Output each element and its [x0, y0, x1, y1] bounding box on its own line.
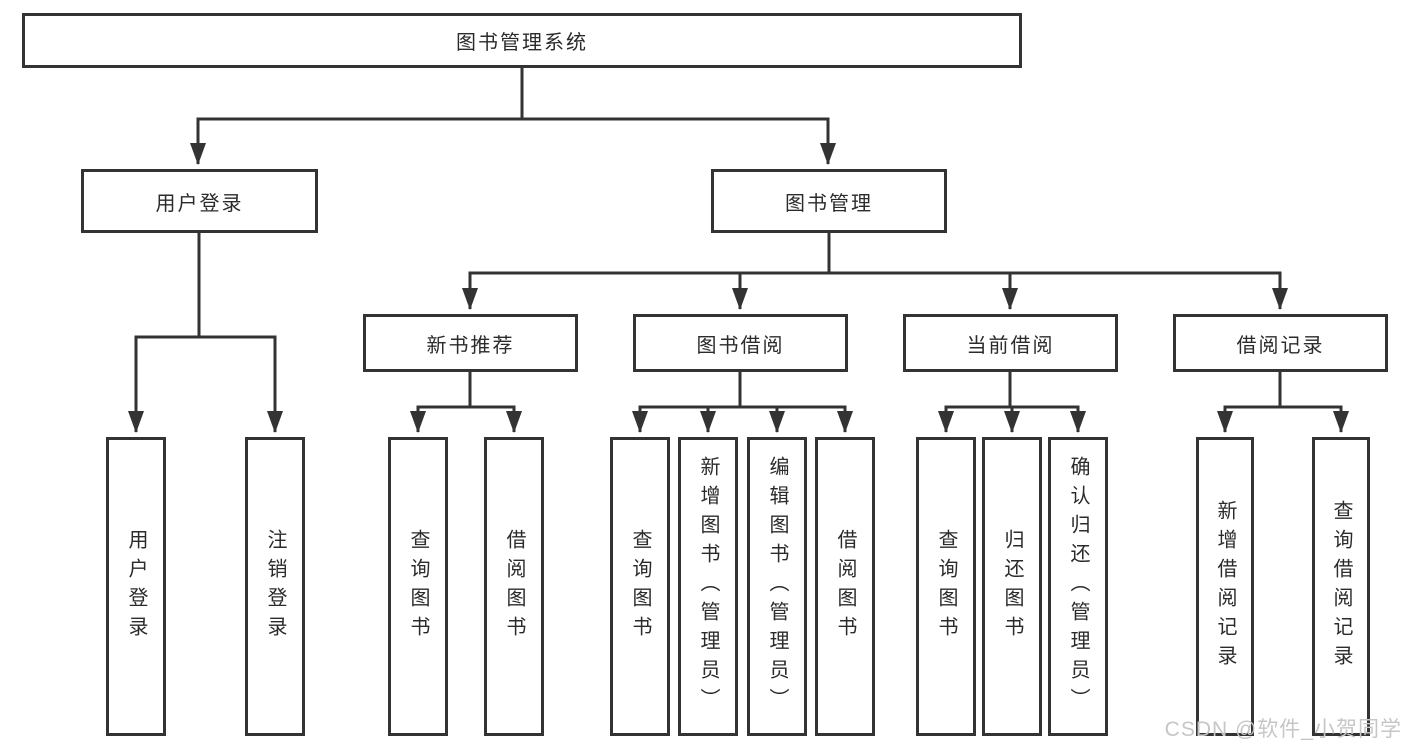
csdn-watermark: CSDN @软件_小贺同学 — [1164, 718, 1402, 741]
leaf-confirm-return-admin: 确认归还（管理员） — [1048, 437, 1108, 736]
leaf-add-book-admin: 新增图书（管理员） — [678, 437, 738, 736]
node-new-book-recommendation: 新书推荐 — [363, 314, 578, 372]
leaf-query-books-borrowing: 查询图书 — [610, 437, 670, 736]
leaf-query-books-current: 查询图书 — [916, 437, 976, 736]
leaf-return-books: 归还图书 — [982, 437, 1042, 736]
leaf-borrow-books-borrowing: 借阅图书 — [815, 437, 875, 736]
leaf-query-borrow-record: 查询借阅记录 — [1312, 437, 1370, 736]
node-book-management: 图书管理 — [711, 169, 947, 233]
leaf-add-borrow-record: 新增借阅记录 — [1196, 437, 1254, 736]
leaf-logout: 注销登录 — [245, 437, 305, 736]
node-current-borrowing: 当前借阅 — [903, 314, 1118, 372]
leaf-user-login: 用户登录 — [106, 437, 166, 736]
node-library-management-system: 图书管理系统 — [22, 13, 1022, 68]
node-book-borrowing: 图书借阅 — [633, 314, 848, 372]
node-user-login: 用户登录 — [81, 169, 318, 233]
leaf-query-books-recommendation: 查询图书 — [388, 437, 448, 736]
leaf-edit-book-admin: 编辑图书（管理员） — [747, 437, 807, 736]
node-borrowing-records: 借阅记录 — [1173, 314, 1388, 372]
leaf-borrow-books-recommendation: 借阅图书 — [484, 437, 544, 736]
